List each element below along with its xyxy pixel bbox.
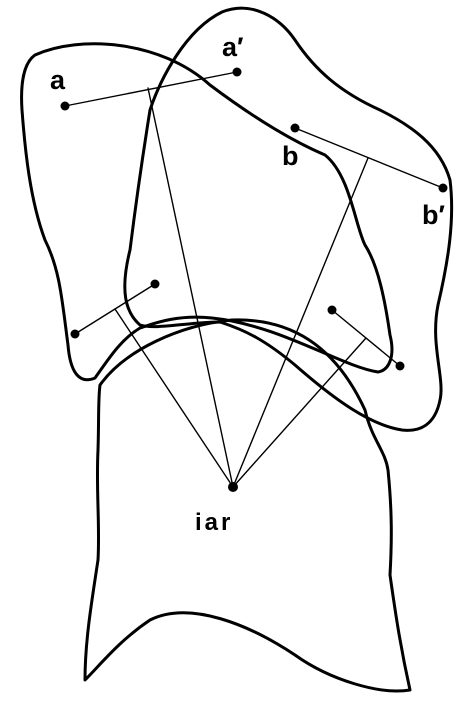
point-a-prime — [232, 67, 242, 77]
label-a-prime: a′ — [222, 32, 244, 62]
point-b — [290, 123, 300, 133]
label-b: b — [282, 141, 299, 171]
point-a — [60, 101, 70, 111]
chord-a-to-a-prime — [64, 71, 238, 107]
bisector-a — [147, 87, 234, 488]
point-lower-right-displaced — [395, 361, 405, 371]
label-a: a — [50, 65, 66, 95]
point-lower-left-displaced — [150, 279, 160, 289]
chord-b-to-b-prime — [294, 127, 444, 189]
bisector-lower-left — [114, 308, 234, 488]
point-lower-left-initial — [70, 329, 80, 339]
bisector-lower-right — [232, 337, 367, 488]
point-b-prime — [438, 183, 448, 193]
upper-bone-outline-displaced — [123, 6, 454, 432]
lower-bone-outline — [83, 318, 412, 693]
upper-bone-outline-initial — [20, 42, 394, 382]
point-iar — [228, 482, 238, 492]
label-b-prime: b′ — [422, 200, 445, 230]
bisector-b — [232, 157, 369, 488]
point-lower-right-initial — [327, 305, 337, 315]
label-iar: iar — [195, 509, 233, 536]
